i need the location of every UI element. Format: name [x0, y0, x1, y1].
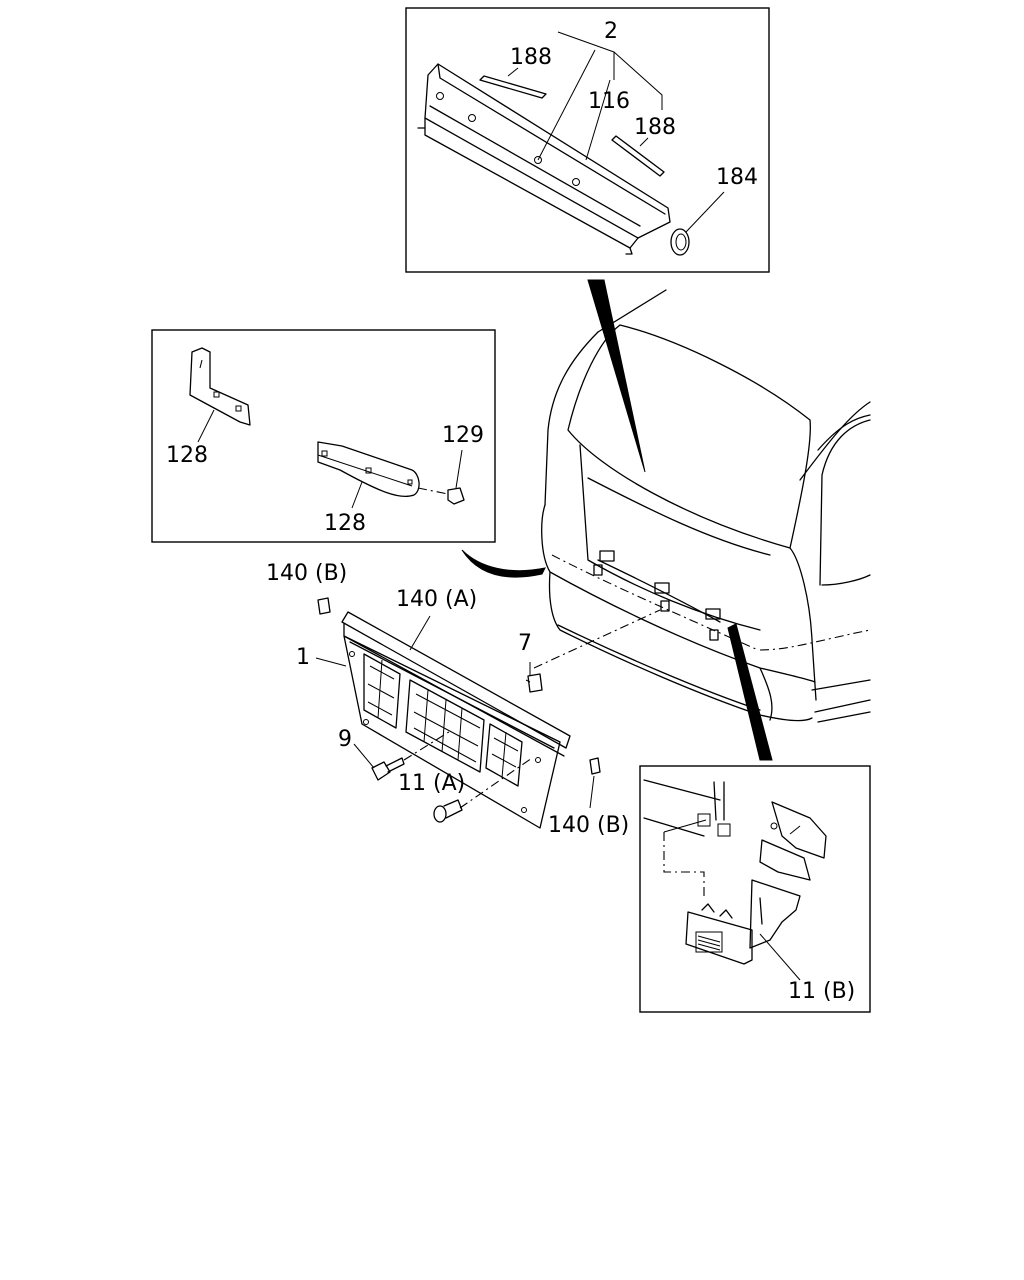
callout-1: 1	[296, 645, 310, 670]
pointer-wedge-top	[587, 279, 646, 473]
callout-188-right: 188	[634, 115, 676, 140]
callout-140b-top: 140 (B)	[266, 561, 347, 586]
callout-128-upper: 128	[166, 443, 208, 468]
callout-184: 184	[716, 165, 758, 190]
callout-labels: 2 188 116 188 184 128 129 128 140 (B) 14…	[166, 19, 855, 1004]
detail-box-left	[151, 329, 496, 543]
callout-11a: 11 (A)	[398, 771, 465, 796]
detail-box-top	[405, 7, 770, 273]
pointer-wedge-left	[461, 549, 546, 578]
callout-9: 9	[338, 727, 352, 752]
callout-140a: 140 (A)	[396, 587, 477, 612]
callout-128-lower: 128	[324, 511, 366, 536]
callout-140b-bottom: 140 (B)	[548, 813, 629, 838]
callout-116: 116	[588, 89, 630, 114]
callout-7: 7	[518, 631, 532, 656]
callout-188-left: 188	[510, 45, 552, 70]
pointer-wedge-bottom	[727, 623, 773, 761]
detail-box-bottom	[639, 765, 871, 1013]
callout-2: 2	[604, 19, 618, 44]
callout-11b: 11 (B)	[788, 979, 855, 1004]
vehicle-rear-illustration	[541, 289, 871, 723]
callout-129: 129	[442, 423, 484, 448]
garnish-assembly	[315, 597, 661, 829]
